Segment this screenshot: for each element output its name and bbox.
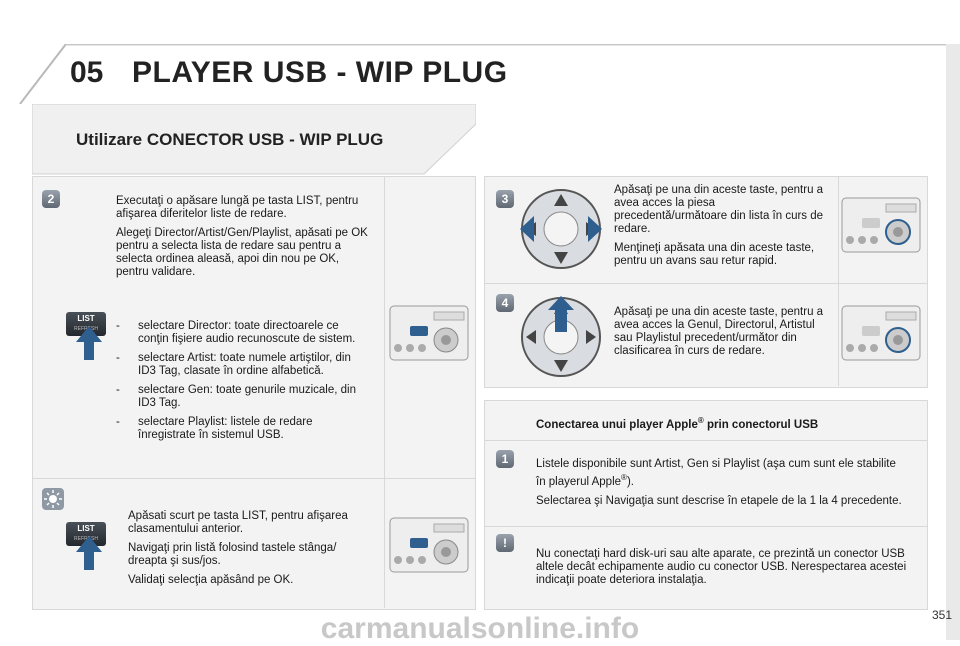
tip-paragraph-3: Validaţi selecţia apăsând pe OK. [128,574,294,586]
registered-mark: ® [621,473,627,482]
right-steps-divider [838,176,839,386]
apple-step-1-badge: 1 [496,450,514,468]
nav-pad-left-right-icon [520,189,602,269]
radio-unit-illustration [841,305,921,361]
step-4-paragraph-1: Apăsaţi pe una din aceste taste, pentru … [614,306,824,357]
apple-paragraph-1-end: ). [626,475,634,488]
step-4-badge: 4 [496,294,514,312]
step-2-paragraph-1: Executaţi o apăsare lungă pe tasta LIST,… [116,195,359,220]
list-dash: - [116,416,120,428]
apple-text: Listele disponibile sunt Artist, Gen si … [536,458,906,514]
list-item: - selectare Artist: toate numele artiştil… [116,352,366,378]
apple-paragraph-1-text: Listele disponibile sunt Artist, Gen si … [536,458,896,488]
step-4-text: Apăsaţi pe una din aceste taste, pentru … [614,306,828,364]
press-arrow-icon [76,326,102,360]
step-3-badge: 3 [496,190,514,208]
chapter-number: 05 [70,56,104,89]
apple-title-separator [484,440,928,441]
list-item: - selectare Playlist: listele de redare î… [116,416,366,442]
list-item-text: selectare Playlist: listele de redare în… [138,416,313,441]
apple-section-title: Conectarea unui player Apple® prin conec… [536,414,916,432]
list-dash: - [116,384,120,396]
page-title: PLAYER USB - WIP PLUG [132,56,508,89]
watermark: carmanualsonline.info [320,612,640,645]
list-item: - selectare Director: toate directoarele … [116,320,366,346]
step-2-list: - selectare Director: toate directoarele … [116,320,366,448]
warning-text: Nu conectaţi hard disk-uri sau alte apar… [536,548,907,586]
apple-title-suffix: prin conectorul USB [703,418,819,431]
step-2-badge: 2 [42,190,60,208]
step-2-text: Executaţi o apăsare lungă pe tasta LIST,… [116,195,372,285]
tip-paragraph-1: Apăsati scurt pe tasta LIST, pentru afiş… [128,510,348,535]
section-title: Utilizare CONECTOR USB - WIP PLUG [76,130,384,149]
press-arrow-icon [76,536,102,570]
left-panel-separator [32,478,476,479]
registered-mark: ® [697,416,704,425]
list-button-sublabel: REFRESH [74,536,98,542]
list-item-text: selectare Artist: toate numele artiştilo… [138,352,351,377]
right-steps-separator [484,283,928,284]
radio-unit-illustration [389,517,469,573]
apple-paragraph-2: Selectarea şi Navigaţia sunt descrise în… [536,494,902,507]
page-number: 351 [931,608,952,622]
nav-pad-up-down-icon [521,296,601,377]
apple-paragraph-1: Listele disponibile sunt Artist, Gen si … [536,458,906,489]
page-edge-bar [946,44,960,640]
tip-text: Apăsati scurt pe tasta LIST, pentru afiş… [128,510,368,593]
warning-icon: ! [496,534,514,552]
step-2-paragraph-2: Alegeţi Director/Artist/Gen/Playlist, ap… [116,227,368,278]
step-3-paragraph-2: Menţineţi apăsata una din aceste taste, … [614,242,815,267]
list-button[interactable]: LIST REFRESH [66,522,106,546]
radio-unit-illustration [841,197,921,253]
list-button-label: LIST [77,524,95,533]
section-title-tab [32,104,476,175]
list-item-text: selectare Director: toate directoarele c… [138,320,356,345]
list-dash: - [116,352,120,364]
header-band [19,44,946,104]
tip-sun-icon [42,488,64,510]
list-item: - selectare Gen: toate genurile muzicale,… [116,384,366,410]
left-panel-divider [384,176,385,608]
step-3-paragraph-1: Apăsaţi pe una din aceste taste, pentru … [614,184,824,235]
list-item-text: selectare Gen: toate genurile muzicale, … [138,384,356,409]
apple-title-text: Conectarea unui player Apple [536,418,698,431]
radio-unit-illustration [389,305,469,361]
apple-warning-separator [484,526,928,527]
list-dash: - [116,320,120,332]
list-button-sublabel: REFRESH [74,326,98,332]
list-button-label: LIST [77,314,95,323]
tip-paragraph-2: Navigaţi prin listă folosind tastele stâ… [128,542,337,567]
step-3-text: Apăsaţi pe una din aceste taste, pentru … [614,184,828,274]
apple-panel [484,400,928,610]
